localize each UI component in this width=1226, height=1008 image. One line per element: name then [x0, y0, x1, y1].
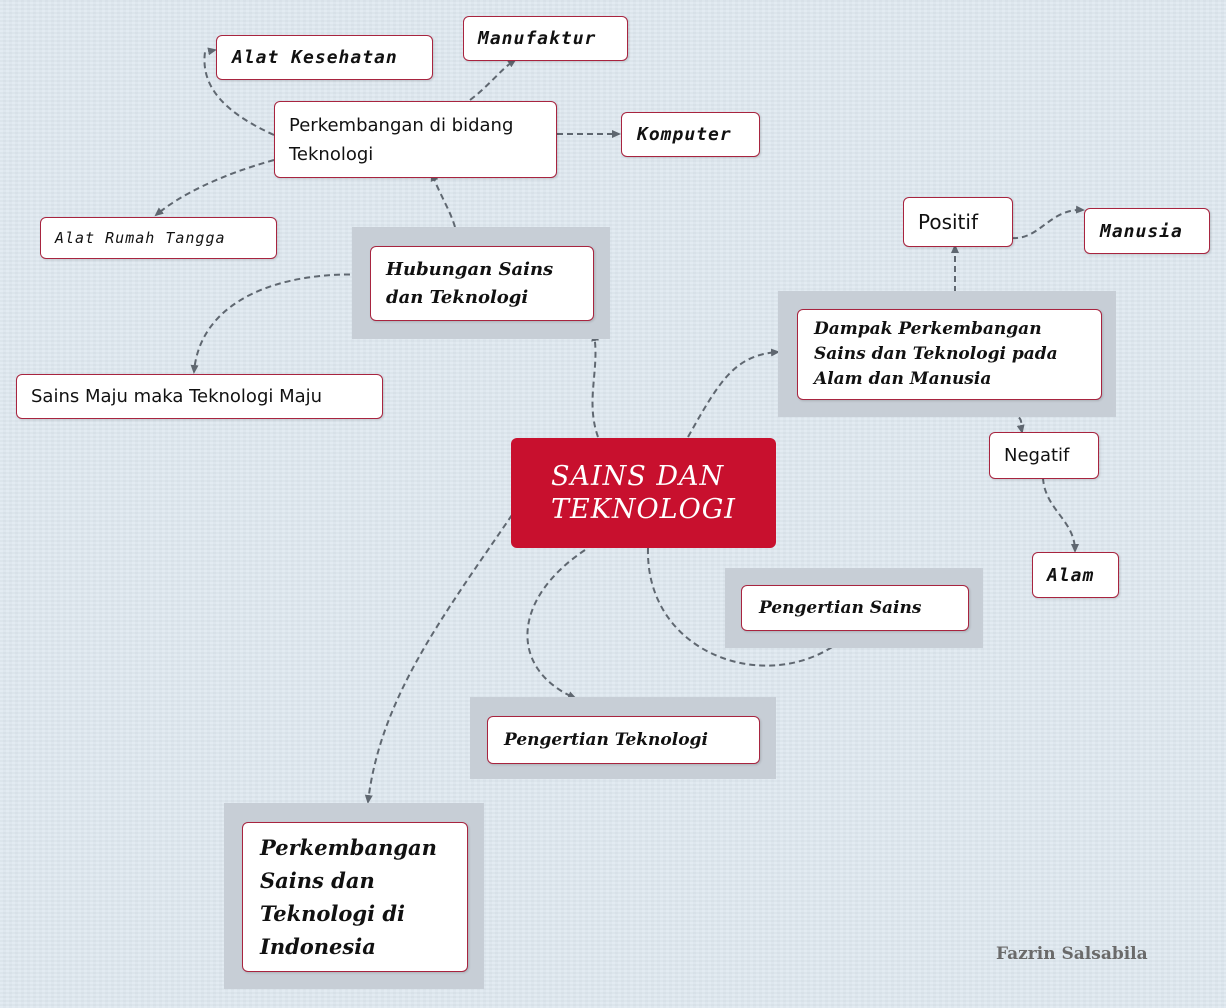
- positif-label: Positif: [918, 210, 978, 234]
- connector-hubungan-perkembangan: [430, 172, 456, 228]
- hubungan-node: Hubungan Sains dan Teknologi: [370, 246, 594, 321]
- negatif-label: Negatif: [1004, 445, 1070, 466]
- connector-negatif-alam: [1042, 477, 1079, 553]
- alat-kesehatan-node: Alat Kesehatan: [216, 35, 433, 80]
- sains-maju-node: Sains Maju maka Teknologi Maju: [16, 374, 383, 419]
- negatif-node: Negatif: [989, 432, 1099, 479]
- connector-hubungan-sains-maju: [190, 273, 371, 374]
- manusia-label: Manusia: [1100, 220, 1183, 242]
- manufaktur-label: Manufaktur: [478, 28, 597, 49]
- connector-central-pengertian-teknologi: [526, 549, 586, 699]
- connector-positif-manusia: [1011, 205, 1085, 240]
- connector-central-dampak: [687, 348, 780, 438]
- alat-kesehatan-label: Alat Kesehatan: [232, 47, 398, 68]
- perkembangan-indonesia-node: Perkembangan Sains dan Teknologi di Indo…: [242, 822, 468, 972]
- pengertian-teknologi-label: Pengertian Teknologi: [504, 730, 708, 750]
- central-topic: SAINS DAN TEKNOLOGI: [511, 438, 776, 548]
- perkembangan-indonesia-label: Perkembangan Sains dan Teknologi di Indo…: [260, 835, 437, 959]
- dampak-node: Dampak Perkembangan Sains dan Teknologi …: [797, 309, 1102, 400]
- sains-maju-label: Sains Maju maka Teknologi Maju: [31, 386, 323, 407]
- hubungan-label: Hubungan Sains dan Teknologi: [386, 258, 554, 308]
- manufaktur-node: Manufaktur: [463, 16, 628, 61]
- alat-rumah-tangga-label: Alat Rumah Tangga: [55, 229, 226, 247]
- connector-perkembangan-alat-rumah-tangga: [154, 159, 275, 217]
- komputer-node: Komputer: [621, 112, 760, 157]
- perkembangan-teknologi-label: Perkembangan di bidang Teknologi: [289, 114, 514, 165]
- pengertian-sains-label: Pengertian Sains: [759, 598, 922, 618]
- connector-central-pengertian-sains: [646, 547, 852, 667]
- pengertian-sains-node: Pengertian Sains: [741, 585, 969, 631]
- perkembangan-teknologi-node: Perkembangan di bidang Teknologi: [274, 101, 557, 178]
- connector-perkembangan-alat-kesehatan: [203, 47, 275, 136]
- alam-label: Alam: [1047, 564, 1095, 586]
- dampak-label: Dampak Perkembangan Sains dan Teknologi …: [814, 319, 1058, 389]
- alam-node: Alam: [1032, 552, 1119, 598]
- connector-central-hubungan: [591, 332, 600, 438]
- komputer-label: Komputer: [637, 124, 732, 145]
- central-topic-label: SAINS DAN TEKNOLOGI: [551, 461, 736, 525]
- positif-node: Positif: [903, 197, 1013, 247]
- connector-central-perkembangan-indonesia: [364, 514, 513, 804]
- connector-perkembangan-manufaktur: [469, 58, 517, 101]
- manusia-node: Manusia: [1084, 208, 1210, 254]
- alat-rumah-tangga-node: Alat Rumah Tangga: [40, 217, 277, 259]
- author-credit: Fazrin Salsabila: [996, 944, 1148, 964]
- pengertian-teknologi-node: Pengertian Teknologi: [487, 716, 760, 764]
